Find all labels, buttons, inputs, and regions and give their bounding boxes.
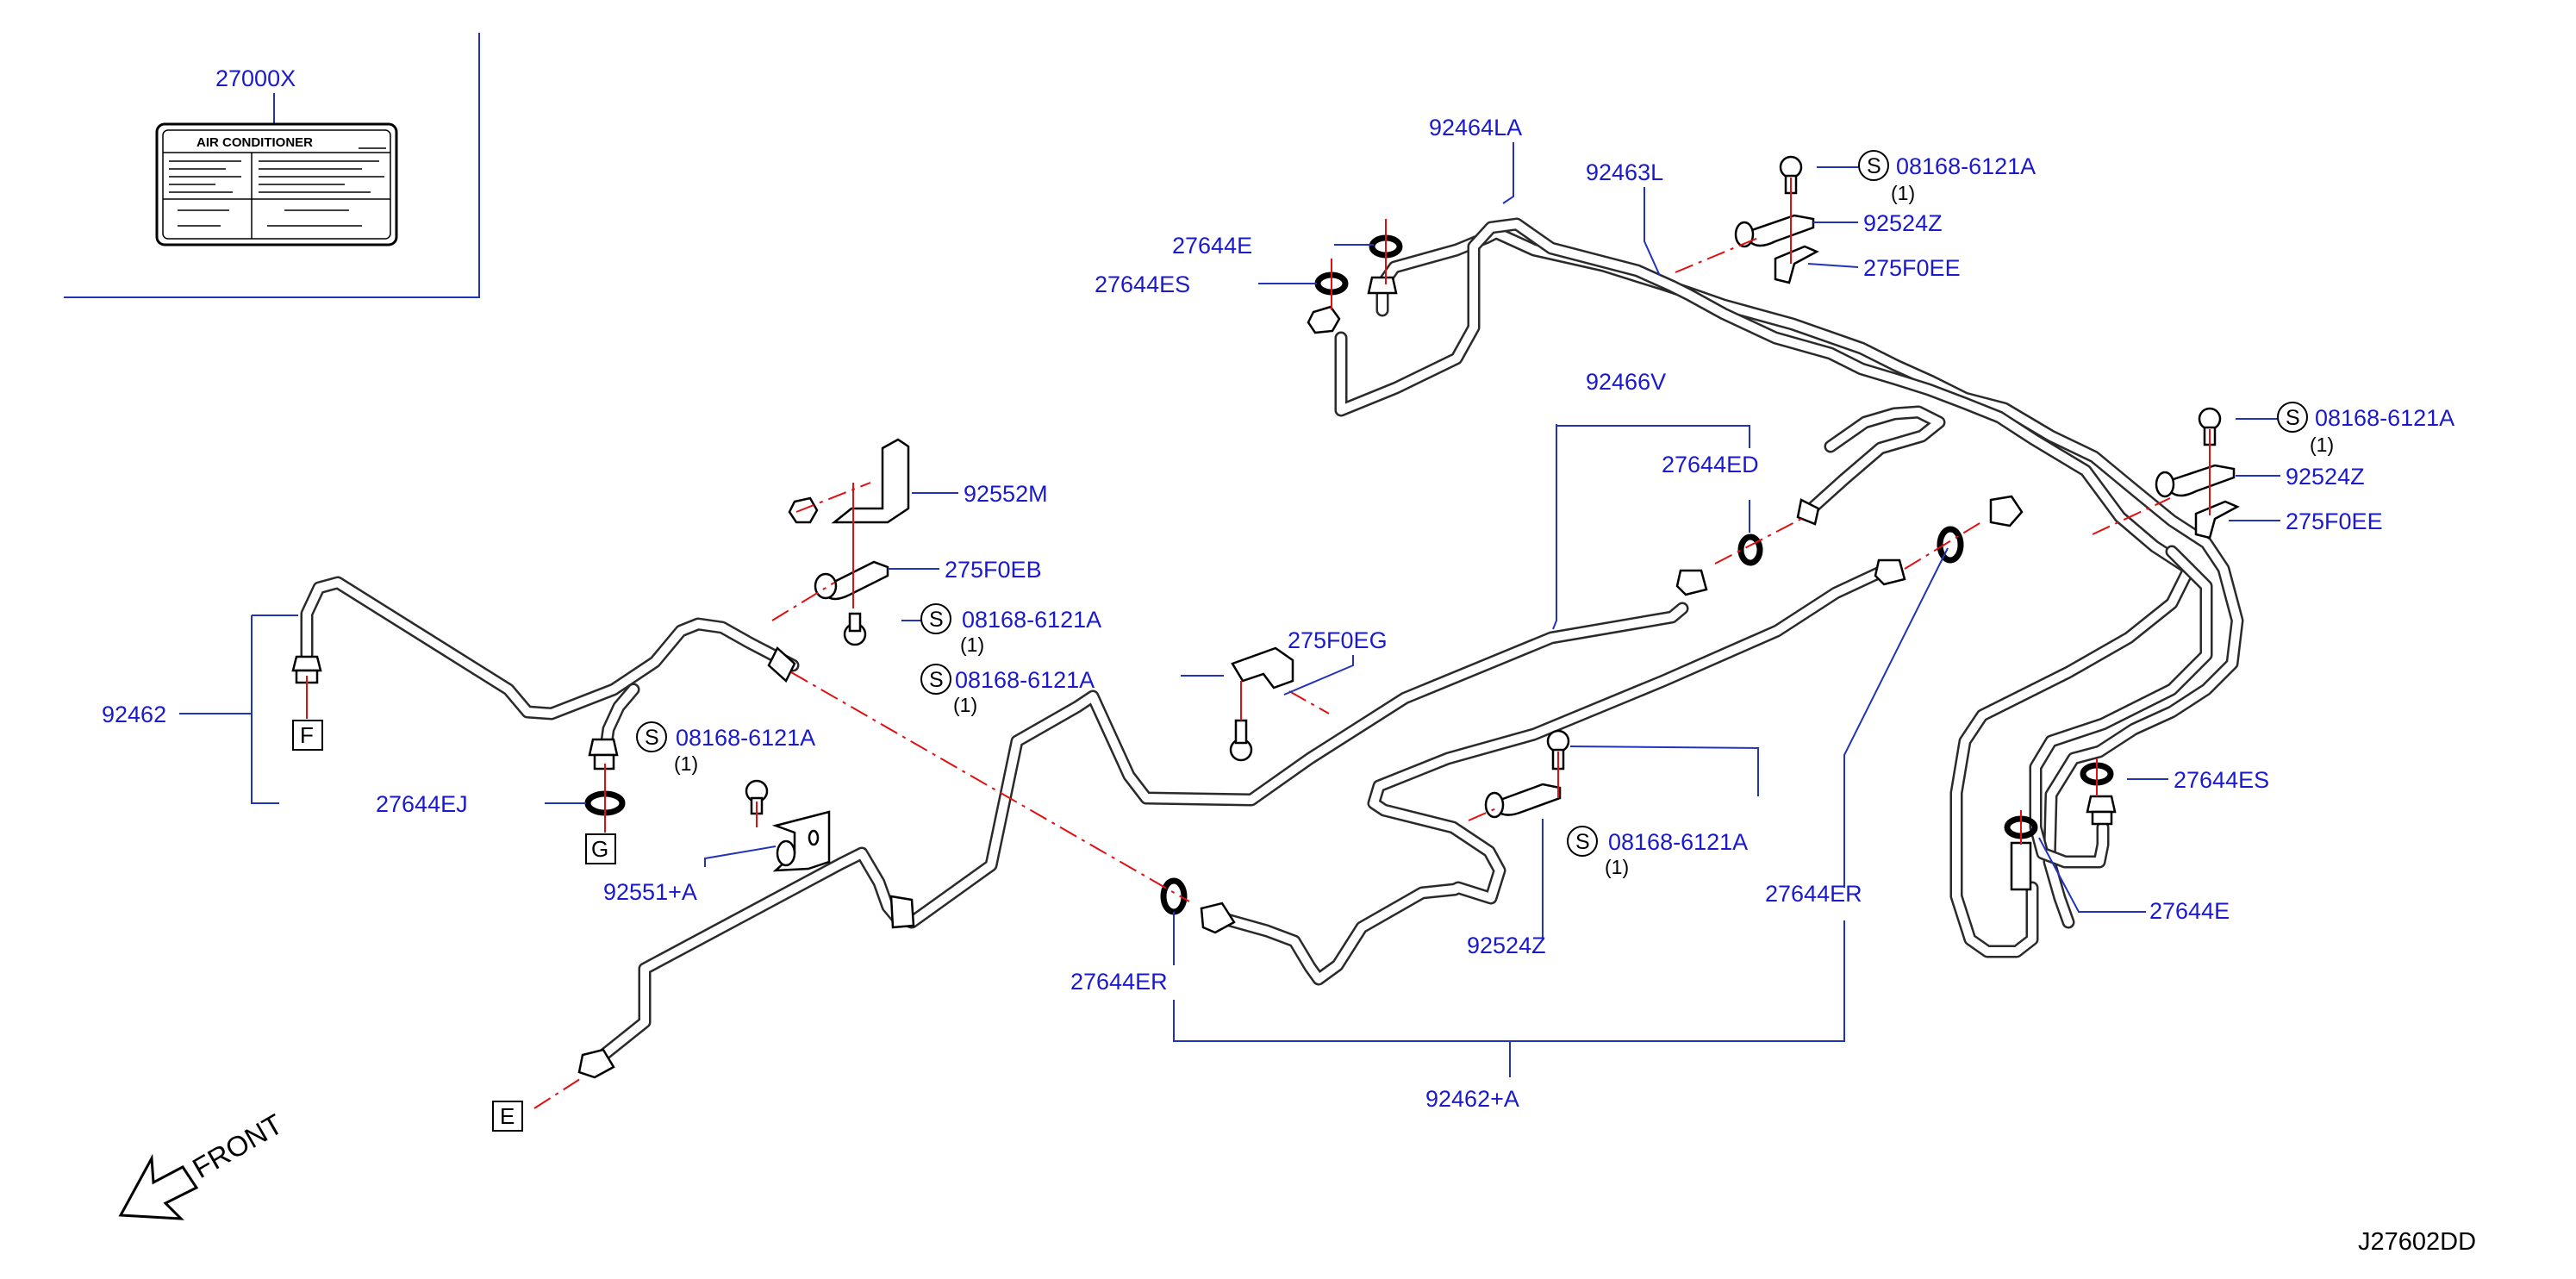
o-ring-icon xyxy=(1937,526,1964,564)
qty-bottom: (1) xyxy=(1605,856,1629,878)
label-27644ES-top: 27644ES xyxy=(1095,271,1190,297)
bolt-icon xyxy=(843,612,867,646)
pipe-end-fitting-icon xyxy=(2010,841,2032,891)
qty-top: (1) xyxy=(1891,182,1915,204)
s-letter: S xyxy=(1575,830,1590,854)
label-92466V: 92466V xyxy=(1586,369,1666,395)
standard-part-symbol xyxy=(1567,826,1598,857)
label-08168-6121A-top: 08168-6121A xyxy=(1896,153,2036,179)
label-08168-6121A-bottom: 08168-6121A xyxy=(1608,829,1748,855)
label-27644ER-right: 27644ER xyxy=(1765,881,1862,907)
hex-nut-icon xyxy=(767,646,796,683)
qty-left: (1) xyxy=(674,752,698,775)
clamp-275F0EG-icon xyxy=(1231,646,1294,689)
label-275F0EG: 275F0EG xyxy=(1288,627,1388,653)
label-27644ES-right: 27644ES xyxy=(2174,767,2269,793)
pipe-group xyxy=(300,217,2244,1070)
label-27644E-top: 27644E xyxy=(1172,233,1252,259)
connector-box-F xyxy=(292,720,323,751)
s-letter: S xyxy=(2286,406,2300,430)
hex-nut-icon xyxy=(1307,305,1341,334)
pipe-92462 xyxy=(300,576,800,721)
screw-symbols: S S S S S S xyxy=(636,150,2308,857)
label-275F0EE-top: 275F0EE xyxy=(1863,255,1961,281)
pipe-joint-icon xyxy=(889,895,915,929)
label-92464LA: 92464LA xyxy=(1429,115,1522,140)
label-08168-6121A-mid1: 08168-6121A xyxy=(962,607,1101,633)
front-arrow-icon xyxy=(118,1153,199,1220)
pipe-92462A-front xyxy=(586,602,1689,1070)
clamp-92524Z-right-icon xyxy=(2155,464,2240,540)
hex-nut-icon xyxy=(1200,902,1236,934)
connector-letter-F: F xyxy=(300,722,314,748)
o-ring-icon xyxy=(1737,533,1763,566)
hex-nut-icon xyxy=(577,1048,615,1079)
connector-box-G xyxy=(585,833,616,864)
s-letter: S xyxy=(645,726,659,750)
qty-mid2: (1) xyxy=(953,694,977,716)
bolt-icon xyxy=(1229,719,1253,762)
connector-box-E xyxy=(492,1101,523,1132)
label-27644EJ: 27644EJ xyxy=(376,791,468,817)
hex-nut-icon xyxy=(1367,276,1398,295)
label-08168-6121A-mid2: 08168-6121A xyxy=(955,667,1095,693)
part-number-27000X: 27000X xyxy=(215,66,296,91)
hex-nut-icon xyxy=(1989,495,2024,527)
standard-part-symbol xyxy=(920,603,951,634)
hex-nut-icon xyxy=(1796,498,1820,526)
label-92524Z-right: 92524Z xyxy=(2286,464,2365,490)
label-92462A: 92462+A xyxy=(1425,1086,1519,1112)
alignment-lines xyxy=(306,178,2211,1109)
label-92463L: 92463L xyxy=(1586,159,1663,185)
s-letter: S xyxy=(929,608,944,632)
label-27644ER-left: 27644ER xyxy=(1070,969,1168,995)
qty-mid1: (1) xyxy=(960,633,984,656)
bracket-92552M-icon xyxy=(831,438,910,524)
leader-lines xyxy=(179,142,2280,1077)
label-92462: 92462 xyxy=(102,702,166,727)
front-direction-indicator: FRONT xyxy=(118,1107,288,1220)
hex-nut-icon xyxy=(588,738,619,771)
label-92524Z-bottom: 92524Z xyxy=(1467,933,1546,958)
part-labels: 92464LA 92463L 08168-6121A (1) 92524Z 27… xyxy=(102,115,2454,1112)
qty-right: (1) xyxy=(2310,434,2334,456)
connector-letter-G: G xyxy=(591,836,608,862)
ac-label-heading: AIR CONDITIONER xyxy=(196,135,313,150)
connector-letter-E: E xyxy=(500,1103,515,1129)
label-275F0EE-right: 275F0EE xyxy=(2286,508,2383,534)
clamp-92524Z-bottom-icon xyxy=(1484,783,1562,819)
hex-nut-icon xyxy=(2086,795,2117,826)
label-92551A: 92551+A xyxy=(603,879,697,905)
label-27644E-right: 27644E xyxy=(2149,898,2230,924)
diagram-id: J27602DD xyxy=(2358,1228,2476,1256)
clamp-275F0EB-icon xyxy=(814,560,889,601)
fittings xyxy=(291,155,2240,1079)
standard-part-symbol xyxy=(1858,150,1889,181)
label-08168-6121A-left: 08168-6121A xyxy=(676,725,815,751)
bracket-92551A-icon xyxy=(771,810,831,872)
label-275F0EB: 275F0EB xyxy=(945,557,1042,583)
standard-part-symbol xyxy=(636,721,667,752)
standard-part-symbol xyxy=(2277,402,2308,433)
s-letter: S xyxy=(1867,154,1881,178)
standard-part-symbol xyxy=(920,664,951,695)
hex-nut-icon xyxy=(1874,558,1906,586)
label-27644ED: 27644ED xyxy=(1662,452,1759,477)
nut-icon xyxy=(788,496,819,524)
clamp-92524Z-top-icon xyxy=(1734,214,1819,284)
label-08168-6121A-right: 08168-6121A xyxy=(2315,405,2454,431)
connector-boxes: F G E xyxy=(292,720,616,1132)
front-label: FRONT xyxy=(187,1107,288,1184)
hex-nut-icon xyxy=(1675,569,1708,596)
ac-label-inset: 27000X AIR CONDITIONER xyxy=(64,33,480,298)
s-letter: S xyxy=(929,668,944,692)
label-92552M: 92552M xyxy=(964,481,1048,507)
label-92524Z-top: 92524Z xyxy=(1863,210,1943,236)
